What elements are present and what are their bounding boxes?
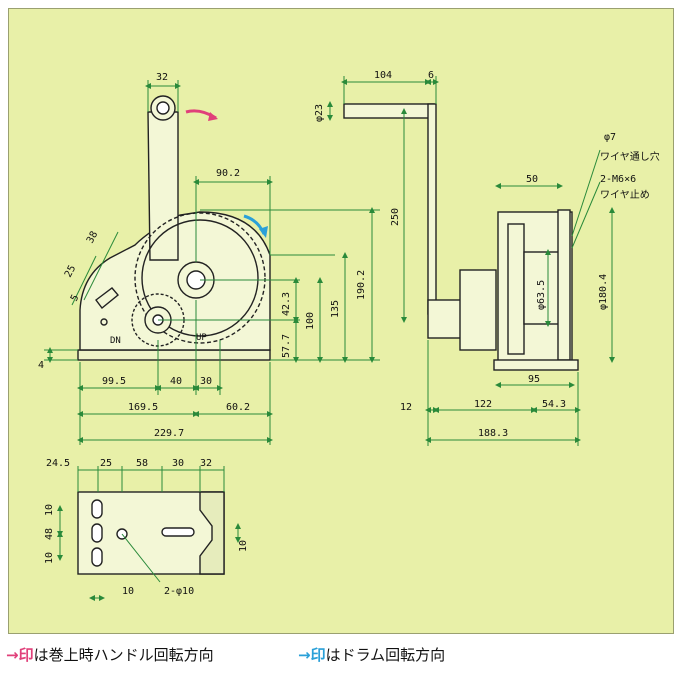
dim-5: 5 xyxy=(69,293,82,303)
dim-phi63-5: φ63.5 xyxy=(536,280,547,310)
handle-grip-hole xyxy=(156,101,170,115)
dim-104: 104 xyxy=(374,70,392,81)
dim-229-7: 229.7 xyxy=(154,428,184,439)
dim-handle-width: 32 xyxy=(156,72,168,83)
drum-flange-left xyxy=(507,223,525,355)
base-dimension-lines xyxy=(57,466,241,601)
dn-label: DN xyxy=(110,336,121,346)
dim-12: 12 xyxy=(400,402,412,413)
front-dimension-lines xyxy=(327,76,615,446)
dim-57-7: 57.7 xyxy=(281,334,292,358)
technical-drawing: DN UP 32 90.2 xyxy=(38,70,660,601)
dim-54-3: 54.3 xyxy=(542,399,566,410)
dim-phi23: φ23 xyxy=(314,104,325,122)
dim-40: 40 xyxy=(170,376,182,387)
base-plan-view xyxy=(77,491,225,575)
legend-handle: →印は巻上時ハンドル回転方向 xyxy=(6,644,214,665)
dim-6: 6 xyxy=(428,70,434,81)
dim-100: 100 xyxy=(305,312,316,330)
slot-center xyxy=(161,527,195,537)
dim-10-left-a: 10 xyxy=(44,504,55,516)
handle-grip-bar xyxy=(343,103,435,119)
note-wire-stop: ワイヤ止め xyxy=(600,189,650,201)
dim-30: 30 xyxy=(200,376,212,387)
drum-core xyxy=(523,251,563,325)
slot-left-bottom xyxy=(91,547,103,567)
dim-48: 48 xyxy=(44,528,55,540)
dim-50: 50 xyxy=(526,174,538,185)
dim-95: 95 xyxy=(528,374,540,385)
dim-250: 250 xyxy=(390,208,401,226)
dim-38: 38 xyxy=(85,230,100,246)
side-view xyxy=(77,95,271,361)
drum-legend-text: はドラム回転方向 xyxy=(325,646,446,664)
drum-mark: 印 xyxy=(310,646,326,664)
dim-4: 4 xyxy=(38,360,44,371)
base-right-flange xyxy=(199,491,225,575)
note-wire-hole: ワイヤ通し穴 xyxy=(600,150,660,163)
dim-10-left-b: 10 xyxy=(44,552,55,564)
side-base-plate xyxy=(77,349,271,361)
dim-42-3: 42.3 xyxy=(281,292,292,316)
dim-99-5: 99.5 xyxy=(102,376,126,387)
front-view xyxy=(343,103,579,371)
large-gear-outer xyxy=(134,212,266,344)
note-phi7: φ7 xyxy=(604,132,616,143)
dim-24-5: 24.5 xyxy=(46,458,70,469)
dim-188-3: 188.3 xyxy=(478,428,508,439)
slot-left-top xyxy=(91,499,103,519)
handle-arm xyxy=(147,111,179,261)
dim-phi180-4: φ180.4 xyxy=(598,274,609,310)
dim-10-right: 10 xyxy=(238,540,249,552)
handle-vertical-arm xyxy=(427,103,437,315)
side-dimension-lines xyxy=(44,80,380,445)
dim-58: 58 xyxy=(136,458,148,469)
dim-30-top: 30 xyxy=(172,458,184,469)
dim-135: 135 xyxy=(330,300,341,318)
dim-10-bottom: 10 xyxy=(122,586,134,597)
handle-arrow-icon: → xyxy=(6,646,19,664)
large-gear-inner xyxy=(141,219,259,337)
dim-32-top: 32 xyxy=(200,458,212,469)
drum-flange-right xyxy=(557,209,571,361)
handle-mark: 印 xyxy=(18,646,34,664)
dim-122: 122 xyxy=(474,399,492,410)
drum-arrow-icon: → xyxy=(298,646,311,664)
dim-25: 25 xyxy=(63,264,78,280)
up-label: UP xyxy=(196,333,207,343)
front-side-plate xyxy=(459,269,497,351)
dim-25-top: 25 xyxy=(100,458,112,469)
slot-left-mid xyxy=(91,523,103,543)
handle-legend-text: は巻上時ハンドル回転方向 xyxy=(33,646,214,664)
pawl-pin xyxy=(100,318,108,326)
dim-190-2: 190.2 xyxy=(356,270,367,300)
dim-60-2: 60.2 xyxy=(226,402,250,413)
dim-top-offset: 90.2 xyxy=(216,168,240,179)
legend-drum: →印はドラム回転方向 xyxy=(298,644,445,665)
note-m6: 2-M6×6 xyxy=(600,174,636,185)
legend: →印は巻上時ハンドル回転方向 →印はドラム回転方向 xyxy=(6,642,676,670)
front-base-plate xyxy=(493,359,579,371)
dim-169-5: 169.5 xyxy=(128,402,158,413)
note-holes: 2-φ10 xyxy=(164,586,194,597)
pawl-slot xyxy=(95,287,119,310)
